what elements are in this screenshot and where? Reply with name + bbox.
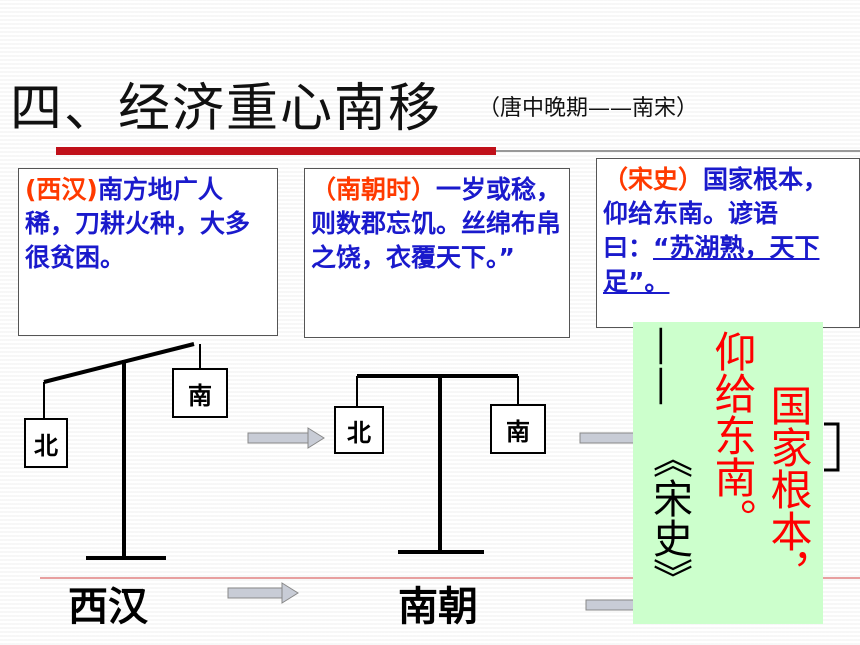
han-north-label: 北 <box>24 418 68 468</box>
han-south-label: 南 <box>172 368 228 418</box>
song-quote-panel <box>633 322 823 624</box>
song-history-source: （宋史） <box>603 165 704 194</box>
era-western-han: 西汉 <box>68 584 148 630</box>
quote-line-1: 国家根本， <box>764 384 813 594</box>
era-southern-dynasties: 南朝 <box>398 584 478 630</box>
song-history-text-b: “苏湖熟，天下足”。 <box>603 233 820 296</box>
quote-source: 《宋史》 <box>646 438 692 598</box>
title-underline-grey <box>496 150 860 152</box>
song-history-quote-box: （宋史）国家根本，仰给东南。谚语曰：“苏湖熟，天下足”。 <box>596 158 860 328</box>
western-han-source: (西汉) <box>25 175 98 204</box>
page-subtitle: （唐中晚期——南宋） <box>478 96 699 121</box>
arrow-middle-1 <box>247 427 325 449</box>
western-han-quote-box: (西汉)南方地广人稀，刀耕火种，大多很贫困。 <box>18 168 278 336</box>
western-han-text: 南方地广人稀，刀耕火种，大多很贫困。 <box>25 175 251 272</box>
sd-north-label: 北 <box>334 406 384 454</box>
page-title: 四、经济重心南移 <box>10 79 443 139</box>
southern-dynasties-quote-box: （南朝时）一岁或稔，则数郡忘饥。丝绵布帛之饶，衣覆天下。” <box>304 168 570 338</box>
han-beam <box>43 342 195 384</box>
song-bracket <box>824 422 840 472</box>
quote-dash: —— <box>640 326 686 406</box>
southern-dynasties-source: （南朝时） <box>311 175 437 204</box>
title-underline-red <box>56 147 496 155</box>
southern-dynasties-text: 一岁或稔，则数郡忘饥。丝绵布帛之饶，衣覆天下。” <box>311 175 562 272</box>
quote-line-2: 仰给东南。 <box>708 330 757 540</box>
arrow-bottom-1 <box>227 582 299 604</box>
arrow-bottom-2 <box>585 599 635 611</box>
sd-south-label: 南 <box>490 404 546 454</box>
arrow-middle-2 <box>579 432 637 444</box>
song-history-text-a: 国家根本，仰给东南。谚语曰： <box>603 165 829 262</box>
